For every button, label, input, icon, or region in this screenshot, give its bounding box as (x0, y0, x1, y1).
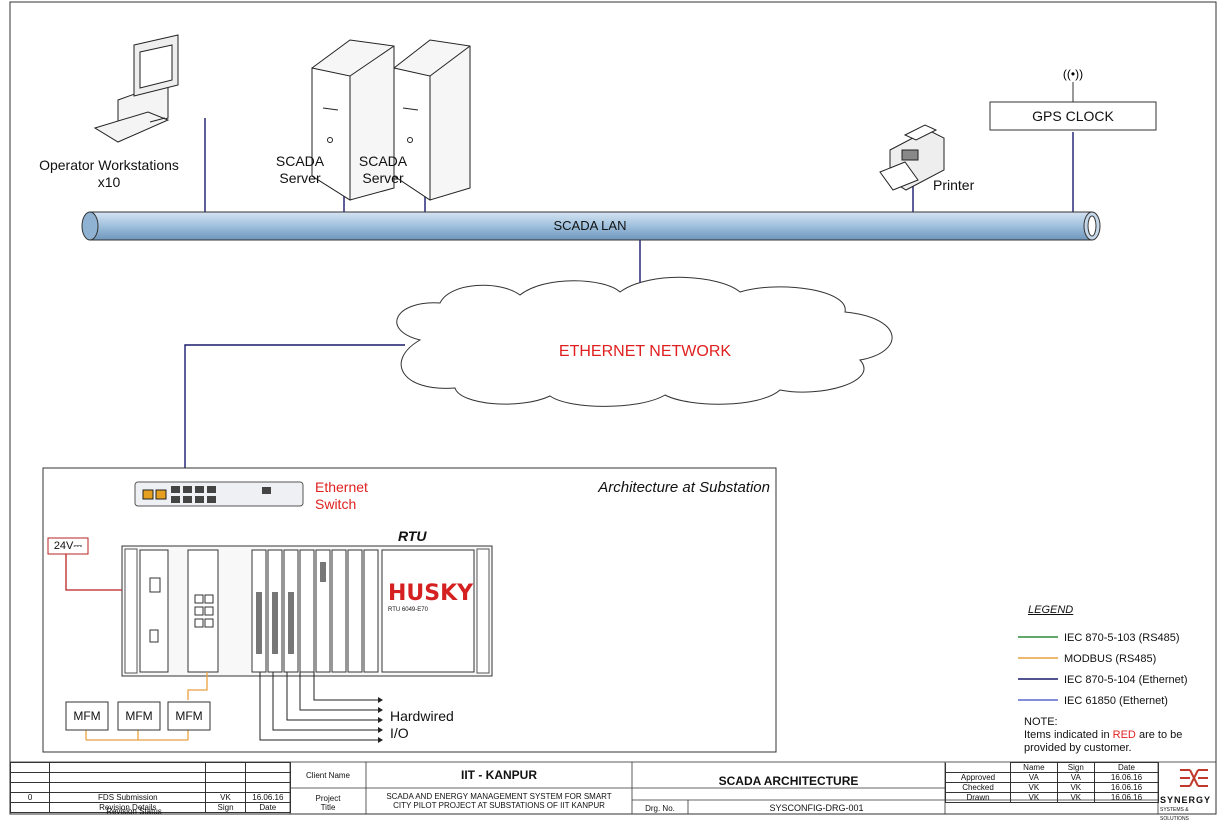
switch-label-line2: Switch (315, 496, 357, 512)
workstation-icon (93, 34, 179, 143)
scada-server-1-label: SCADA Server (270, 153, 330, 187)
rev-details: FDS Submission (49, 792, 207, 803)
ethernet-network-label: ETHERNET NETWORK (558, 343, 732, 360)
revision-status-label: Revision Status (106, 807, 162, 816)
approval-header: Date (1093, 762, 1160, 773)
approval-date: 16.06.16 (1093, 782, 1160, 793)
project-label-line1: Project (315, 794, 341, 803)
power-supply-label: 24V⎓ (53, 540, 83, 552)
mfm-box (167, 701, 211, 731)
approval-name: VA (1010, 772, 1058, 783)
scada-lan-label: SCADA LAN (553, 218, 627, 233)
note-text: are to be (1135, 729, 1183, 741)
scada-server-icon (393, 39, 471, 201)
approval-header: Name (1010, 762, 1058, 773)
mfm-label: MFM (73, 709, 101, 723)
project-title-label: Project Title (290, 794, 366, 812)
client-name-label: Client Name (305, 771, 350, 780)
ethernet-switch-label: Ethernet Switch (315, 479, 368, 513)
operator-workstations-label: Operator Workstations x10 (34, 157, 184, 191)
approval-name: VK (1010, 782, 1058, 793)
note-red-word: RED (1112, 729, 1136, 741)
rev-date-header: Date (244, 802, 292, 813)
legend-title: LEGEND (1028, 604, 1074, 616)
power-supply-box (47, 537, 89, 555)
approval-role: Checked (945, 782, 1011, 793)
approval-date: 16.06.16 (1093, 792, 1160, 803)
note-title: NOTE: (1024, 716, 1058, 728)
legend-item: IEC 870-5-104 (Ethernet) (1064, 674, 1188, 686)
note-line-2: provided by customer. (1024, 742, 1132, 754)
approval-name: VK (1010, 792, 1058, 803)
server1-label-line1: SCADA (275, 153, 325, 169)
operator-label-line1: Operator Workstations (39, 157, 179, 173)
scada-server-2-label: SCADA Server (353, 153, 413, 187)
hardwired-label-line1: Hardwired (390, 708, 454, 724)
rev-sign: VK (205, 792, 246, 803)
synergy-logo-icon (1180, 769, 1208, 787)
approval-date: 16.06.16 (1093, 772, 1160, 783)
approval-role: Drawn (945, 792, 1011, 803)
husky-logo: HUSKY (388, 581, 474, 606)
ethernet-switch (134, 481, 304, 507)
mfm-box (117, 701, 161, 731)
rev-date: 16.06.16 (244, 792, 292, 803)
mfm-label: MFM (175, 709, 203, 723)
approval-role: Approved (945, 772, 1011, 783)
rtu-rack (121, 545, 493, 677)
mfm-box (65, 701, 109, 731)
server2-label-line1: SCADA (358, 153, 408, 169)
drawing-title: SCADA ARCHITECTURE (718, 774, 859, 788)
note-block: NOTE: Items indicated in RED are to be p… (1024, 716, 1182, 755)
project-title-line1: SCADA AND ENERGY MANAGEMENT SYSTEM FOR S… (386, 792, 612, 801)
drawing-number: SYSCONFIG-DRG-001 (769, 803, 864, 813)
note-text: Items indicated in (1024, 729, 1113, 741)
approval-sign: VK (1056, 792, 1095, 803)
gps-clock-box: ((•)) (989, 67, 1157, 131)
rtu-label: RTU (398, 528, 427, 544)
antenna-icon: ((•)) (1063, 67, 1083, 81)
scada-server-icon (311, 39, 395, 201)
server2-label-line2: Server (362, 170, 404, 186)
company-subtitle: SYSTEMS & SOLUTIONS (1160, 807, 1189, 822)
printer-icon (879, 124, 945, 191)
ethernet-network-cloud (396, 276, 893, 407)
switch-label-line1: Ethernet (315, 479, 368, 495)
company-name: SYNERGY (1160, 795, 1212, 805)
approval-sign: VA (1056, 772, 1095, 783)
legend-item: IEC 61850 (Ethernet) (1064, 695, 1168, 707)
project-title: SCADA AND ENERGY MANAGEMENT SYSTEM FOR S… (366, 792, 632, 810)
approval-header: Sign (1056, 762, 1095, 773)
printer-label: Printer (933, 177, 975, 193)
substation-title: Architecture at Substation (598, 479, 770, 496)
drawing-number-label: Drg. No. (645, 804, 675, 813)
hardwired-io-label: Hardwired I/O (390, 708, 454, 742)
gps-clock-label: GPS CLOCK (1032, 108, 1114, 124)
project-title-line2: CITY PILOT PROJECT AT SUBSTATIONS OF IIT… (393, 801, 605, 810)
server1-label-line2: Server (279, 170, 321, 186)
legend-item: MODBUS (RS485) (1064, 653, 1157, 665)
note-line-1: Items indicated in RED are to be (1024, 729, 1182, 742)
approval-sign: VK (1056, 782, 1095, 793)
husky-model: RTU 6049-E70 (388, 607, 428, 613)
rev-number: 0 (9, 792, 51, 803)
operator-label-line2: x10 (97, 174, 121, 190)
scada-lan-bus (81, 211, 1101, 241)
client-name: IIT - KANPUR (461, 768, 537, 782)
project-label-line2: Title (320, 803, 336, 812)
hardwired-label-line2: I/O (390, 725, 409, 741)
mfm-label: MFM (125, 709, 153, 723)
legend-item: IEC 870-5-103 (RS485) (1064, 632, 1180, 644)
